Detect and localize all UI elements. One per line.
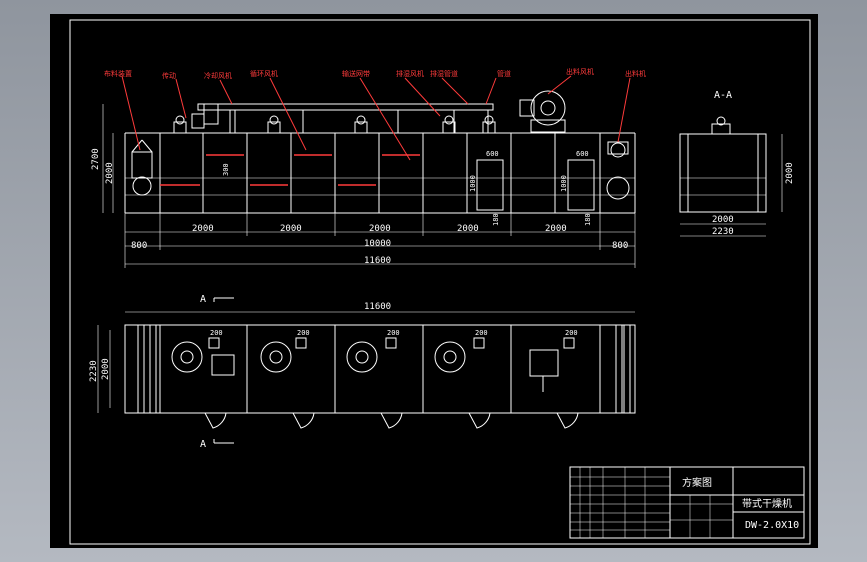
dim-small-300: 300 (222, 163, 230, 176)
dim-plan-total: 11600 (364, 302, 391, 312)
callout-pipe: 管道 (497, 69, 511, 78)
drawing-sheet (50, 14, 818, 548)
dim-fan-2: 200 (297, 329, 310, 337)
dim-door-width-1: 600 (486, 150, 499, 158)
dim-seg-3: 2000 (369, 224, 391, 234)
dim-seg-1: 2000 (192, 224, 214, 234)
dim-door-width-2: 600 (576, 150, 589, 158)
side-view-dimensions: 2700 2000 2000 2000 2000 2000 2000 800 8… (91, 148, 628, 266)
callout-exhaust-duct: 排湿管道 (430, 69, 458, 78)
dim-seg-4: 2000 (457, 224, 479, 234)
dim-fan-5: 200 (565, 329, 578, 337)
callout-exhaust-fan: 排湿风机 (396, 69, 424, 78)
dim-door-height-1: 1000 (469, 175, 477, 192)
plan-view-labels: 11600 2230 2000 200 200 200 200 200 A A (89, 294, 578, 450)
dim-total: 11600 (364, 256, 391, 266)
dim-fan-1: 200 (210, 329, 223, 337)
cut-mark-top: A (200, 294, 206, 305)
model-code: DW-2.0X10 (745, 520, 799, 531)
dim-height-2700: 2700 (91, 148, 101, 170)
side-view (102, 90, 636, 268)
dim-fan-4: 200 (475, 329, 488, 337)
dim-plan-width-inner: 2000 (101, 358, 111, 380)
dim-end-width-outer: 2230 (712, 227, 734, 237)
drawing-border (69, 19, 811, 545)
dim-door-offset-2: 180 (584, 213, 592, 226)
callout-discharger: 出料机 (625, 69, 646, 78)
dim-end-width-inner: 2000 (712, 215, 734, 225)
end-view-labels: A-A 2000 2000 2230 (712, 90, 795, 237)
title-block (569, 466, 805, 539)
callout-cooling-fan: 冷却风机 (204, 71, 232, 80)
dim-end-right: 800 (612, 241, 628, 251)
dim-end-height: 2000 (785, 162, 795, 184)
dim-seg-5: 2000 (545, 224, 567, 234)
callout-discharge-fan: 出料风机 (566, 67, 594, 76)
dim-door-offset-1: 180 (492, 213, 500, 226)
machine-name: 带式干燥机 (742, 497, 792, 510)
title-block-text: 方案图 带式干燥机 DW-2.0X10 (682, 476, 799, 531)
callout-drive: 传动 (162, 71, 176, 80)
cut-mark-bottom: A (200, 439, 206, 450)
callout-leaders (121, 75, 631, 161)
callout-mesh-belt: 输送网带 (342, 69, 370, 78)
dim-fan-3: 200 (387, 329, 400, 337)
dim-inner-total: 10000 (364, 239, 391, 249)
callout-labels: 布料装置 传动 冷却风机 循环风机 输送网带 排湿风机 排湿管道 管道 出料风机… (104, 67, 646, 80)
section-label: A-A (714, 90, 732, 101)
dim-end-left: 800 (131, 241, 147, 251)
end-view (679, 116, 783, 237)
dim-door-height-2: 1000 (560, 175, 568, 192)
dim-height-2000: 2000 (105, 162, 115, 184)
conveyor-hatches (160, 154, 420, 186)
dim-plan-width-outer: 2230 (89, 360, 99, 382)
callout-circulating-fan: 循环风机 (250, 69, 278, 78)
callout-feeder: 布料装置 (104, 69, 132, 78)
plan-view (97, 297, 636, 444)
dim-seg-2: 2000 (280, 224, 302, 234)
scheme-label: 方案图 (682, 476, 712, 489)
